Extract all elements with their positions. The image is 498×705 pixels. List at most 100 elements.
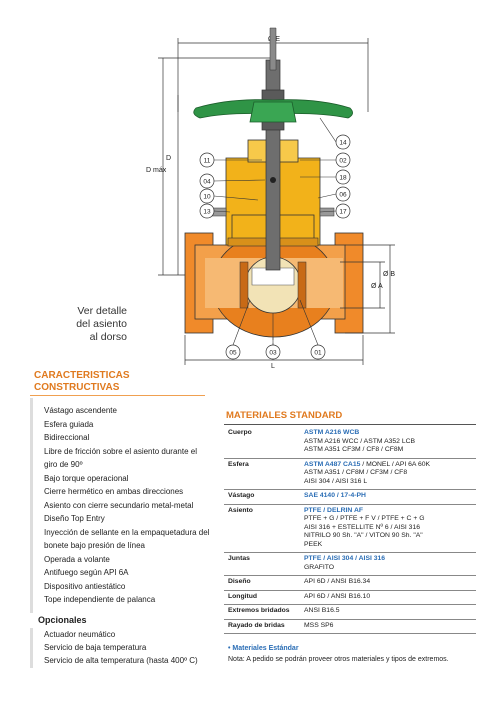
- feature-item: Inyección de sellante en la empaquetadur…: [44, 527, 210, 537]
- materials-row-label: Vástago: [228, 492, 255, 499]
- materials-row-value: ASTM A216 WCB: [304, 429, 360, 436]
- callout-number: 03: [269, 349, 277, 356]
- callout-03: 03: [265, 313, 281, 360]
- materials-top-rule: [224, 424, 476, 425]
- dim-l-label: L: [271, 363, 275, 370]
- callout-number: 18: [339, 174, 347, 181]
- materials-row-divider: [224, 633, 476, 634]
- option-item: Servicio de baja temperatura: [44, 643, 147, 652]
- materials-row-label: Cuerpo: [228, 429, 252, 436]
- feature-item: Asiento con cierre secundario metal-meta…: [44, 500, 194, 510]
- callout-number: 11: [204, 157, 211, 164]
- materials-row-value: NITRILO 90 Sh. "A" / VITON 90 Sh. "A": [304, 532, 423, 539]
- materials-row-divider: [224, 604, 476, 605]
- materials-row-divider: [224, 552, 476, 553]
- handwheel: [193, 99, 353, 123]
- feature-item: Vástago ascendente: [44, 406, 117, 415]
- features-side-bar: [30, 398, 33, 613]
- callout-02: 02: [300, 152, 351, 168]
- callout-06: 06: [317, 186, 351, 202]
- callout-17: 17: [319, 203, 351, 219]
- materials-row-divider: [224, 457, 476, 459]
- features-title-line: CARACTERISTICAS: [34, 370, 130, 381]
- callout-18: 18: [300, 169, 351, 185]
- materials-row-value: ASTM A487 CA15 / MONEL / API 6A 60K: [304, 460, 431, 468]
- feature-item: Bajo torque operacional: [44, 473, 129, 483]
- materials-row-value: GRAFITO: [304, 563, 335, 571]
- materials-row-value: PTFE / DELRIN AF: [304, 506, 364, 514]
- option-item: Servicio de alta temperatura (hasta 400º…: [44, 656, 198, 665]
- materials-row-label: Juntas: [228, 555, 250, 562]
- feature-item: Diseño Top Entry: [44, 514, 105, 523]
- feature-item: Antifuego según API 6A: [44, 568, 129, 577]
- callout-13: 13: [199, 203, 231, 219]
- materials-row-value: AISI 316 + ESTELLITE Nº 6 / AISI 316: [304, 523, 421, 531]
- materials-row-label: Diseño: [228, 578, 251, 585]
- feature-item: Cierre hermético en ambas direcciones: [44, 487, 184, 496]
- feature-item: Operada a volante: [44, 554, 110, 564]
- dim-d-label: D: [166, 155, 171, 162]
- feature-item: giro de 90º: [44, 460, 83, 469]
- seat-detail-note: Ver detalle del asiento al dorso: [37, 305, 127, 344]
- dim-b-label: Ø B: [383, 271, 395, 278]
- feature-item: Dispositivo antiestático: [44, 581, 126, 591]
- callout-number: 01: [314, 349, 322, 356]
- features-title-line: CONSTRUCTIVAS: [34, 382, 120, 393]
- materials-row-value: ANSI B16.5: [304, 607, 340, 614]
- dim-a-label: Ø A: [371, 283, 383, 290]
- materials-row-value: API 6D / ANSI B16.34: [304, 578, 371, 585]
- materials-row-label: Extremos bridados: [228, 607, 290, 614]
- materials-row-value: ASTM A351 CF3M / CF8 / CF8M: [304, 446, 404, 453]
- features-title: CARACTERISTICAS CONSTRUCTIVAS: [34, 370, 184, 394]
- materials-row-value: MSS SP6: [304, 621, 334, 629]
- callout-number: 04: [203, 178, 211, 185]
- callout-number: 14: [339, 139, 347, 146]
- seat-note-line: al dorso: [89, 331, 127, 343]
- callout-number: 06: [339, 191, 347, 198]
- seat-note-line: Ver detalle: [77, 305, 127, 317]
- materials-row-divider: [224, 503, 476, 505]
- materials-row-value: API 6D / ANSI B16.10: [304, 592, 371, 600]
- callout-number: 17: [339, 208, 347, 215]
- feature-item: bonete bajo presión de línea: [44, 541, 145, 550]
- materials-row-divider: [224, 589, 476, 591]
- feature-item: Esfera guiada: [44, 419, 94, 429]
- callout-11: 11: [199, 152, 262, 168]
- materials-row-label: Rayado de bridas: [228, 621, 285, 629]
- callout-number: 05: [229, 349, 237, 356]
- dim-dmax-label: D máx: [146, 167, 167, 174]
- standard-materials-legend: • Materiales Estándar: [228, 645, 299, 652]
- materials-row-divider: [224, 575, 476, 576]
- dim-d-lines: [158, 57, 270, 276]
- seat-note-line: del asiento: [76, 318, 127, 330]
- callout-number: 10: [203, 193, 211, 200]
- valve-cross-section-drawing: Ø E D D máx: [146, 27, 395, 370]
- options-side-bar: [30, 628, 33, 668]
- options-title: Opcionales: [38, 615, 87, 625]
- callout-05: 05: [225, 299, 251, 360]
- materials-row-label: Longitud: [228, 592, 258, 600]
- materials-row-value: PTFE + G / PTFE + F V / PTFE + C + G: [304, 515, 425, 522]
- materials-row-value: ASTM A216 WCC / ASTM A352 LCB: [304, 437, 416, 445]
- callout-14: 14: [319, 117, 351, 150]
- feature-item: Tope independiente de palanca: [44, 595, 156, 604]
- materials-row-value: AISI 304 / AISI 316 L: [304, 477, 368, 485]
- materials-row-label: Asiento: [228, 506, 253, 514]
- feature-item: Libre de fricción sobre el asiento duran…: [44, 446, 197, 456]
- callout-10: 10: [199, 188, 259, 204]
- materials-row-divider: [224, 618, 476, 620]
- materials-row-value: ASTM A351 / CF8M / CF3M / CF8: [304, 469, 408, 476]
- callout-04: 04: [199, 173, 266, 189]
- features-divider: [30, 395, 205, 396]
- callouts: 14 11 02 04 18 10 06 13 17 05 03 01: [199, 117, 351, 360]
- callout-01: 01: [299, 299, 326, 360]
- materials-note: Nota: A pedido se podrán proveer otros m…: [228, 656, 449, 663]
- materials-title: MATERIALES STANDARD: [226, 410, 343, 421]
- materials-row-value: SAE 4140 / 17-4-PH: [304, 492, 366, 499]
- materials-row-divider: [224, 489, 476, 490]
- dim-l-lines: [184, 335, 364, 365]
- callout-number: 02: [339, 157, 347, 164]
- materials-row-label: Esfera: [228, 460, 249, 468]
- materials-row-value: PEEK: [304, 540, 323, 548]
- callout-number: 13: [203, 208, 211, 215]
